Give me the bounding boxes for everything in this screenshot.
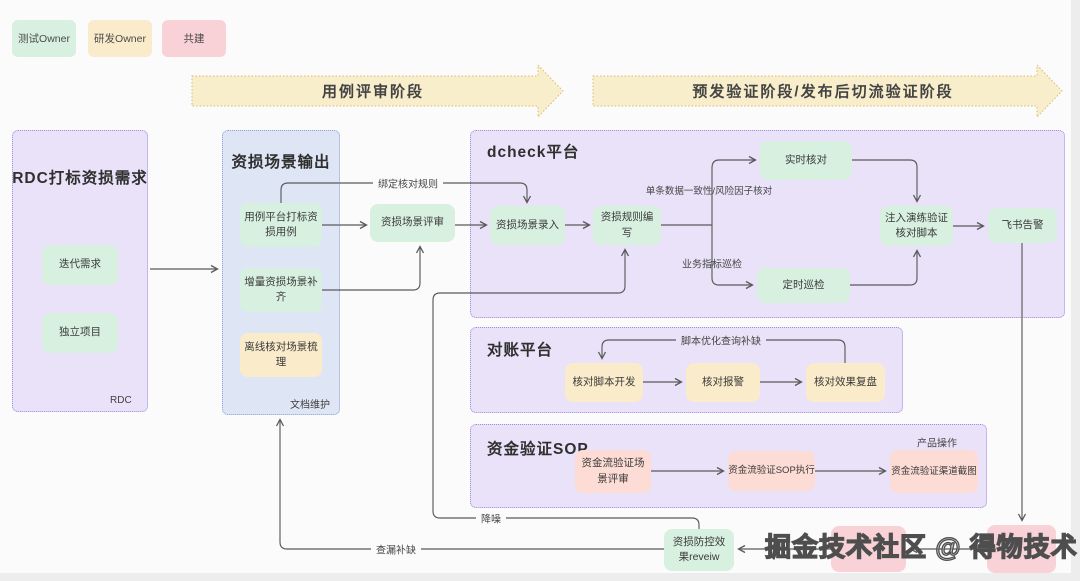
container-dcheck-title: dcheck平台 — [487, 144, 580, 161]
node-scene-entry: 资损场景录入 — [490, 206, 565, 245]
page-edge-right — [1071, 0, 1080, 581]
edge-label-gap: 查漏补缺 — [371, 541, 421, 557]
node-feishu-alert: 飞书告警 — [988, 208, 1057, 243]
container-scene-output-title: 资损场景输出 — [231, 154, 331, 171]
node-fund-sop-exec: 资金流验证SOP执行 — [728, 451, 815, 491]
container-scene-output-corner-label: 文档维护 — [290, 400, 330, 411]
node-independent-project: 独立项目 — [42, 313, 118, 353]
node-rule-writing: 资损规则编写 — [593, 206, 661, 245]
node-realtime-check: 实时核对 — [760, 141, 852, 180]
node-obscured-2 — [987, 525, 1056, 573]
edge-label-biz-inspect: 业务指标巡检 — [682, 259, 742, 271]
container-rdc-corner-label: RDC — [110, 395, 132, 406]
edge-label-product-op: 产品操作 — [917, 438, 957, 450]
edge-label-noise: 降噪 — [476, 510, 506, 526]
node-fund-screenshot: 资金流验证渠道截图 — [890, 450, 978, 493]
node-usecase-platform: 用例平台打标资损用例 — [240, 203, 322, 247]
node-timed-inspection: 定时巡检 — [757, 268, 850, 303]
legend-dev-owner: 研发Owner — [88, 20, 152, 57]
edge-label-script-opt: 脚本优化查询补缺 — [676, 332, 766, 348]
node-offline-check: 离线核对场景梳理 — [240, 333, 322, 377]
node-iteration-demand: 迭代需求 — [42, 245, 118, 285]
legend-test-owner-label: 测试Owner — [18, 33, 70, 45]
node-obscured-1 — [831, 526, 906, 572]
node-incremental-scene: 增量资损场景补齐 — [240, 268, 322, 312]
node-fund-scene-review: 资金流验证场景评审 — [575, 450, 651, 493]
container-rdc-title: RDC打标资损需求 — [12, 170, 148, 187]
legend-test-owner: 测试Owner — [12, 20, 76, 57]
page-edge-bottom — [0, 573, 1080, 581]
node-drill-script: 注入演练验证核对脚本 — [880, 206, 953, 246]
node-check-review: 核对效果复盘 — [806, 363, 885, 402]
node-check-script-dev: 核对脚本开发 — [565, 363, 643, 402]
node-check-alert: 核对报警 — [686, 363, 760, 402]
legend-cobuild-label: 共建 — [183, 33, 205, 45]
node-effect-review: 资损防控效果reveiw — [664, 529, 734, 571]
watermark: 掘金技术社区 @ 得物技术 — [764, 531, 1078, 562]
edge-label-single-data: 单条数据一致性/风险因子核对 — [645, 186, 773, 197]
edge-label-bind-rule: 绑定核对规则 — [373, 175, 443, 191]
legend-cobuild: 共建 — [162, 20, 226, 57]
legend-dev-owner-label: 研发Owner — [94, 33, 146, 45]
node-scene-review: 资损场景评审 — [370, 204, 455, 242]
